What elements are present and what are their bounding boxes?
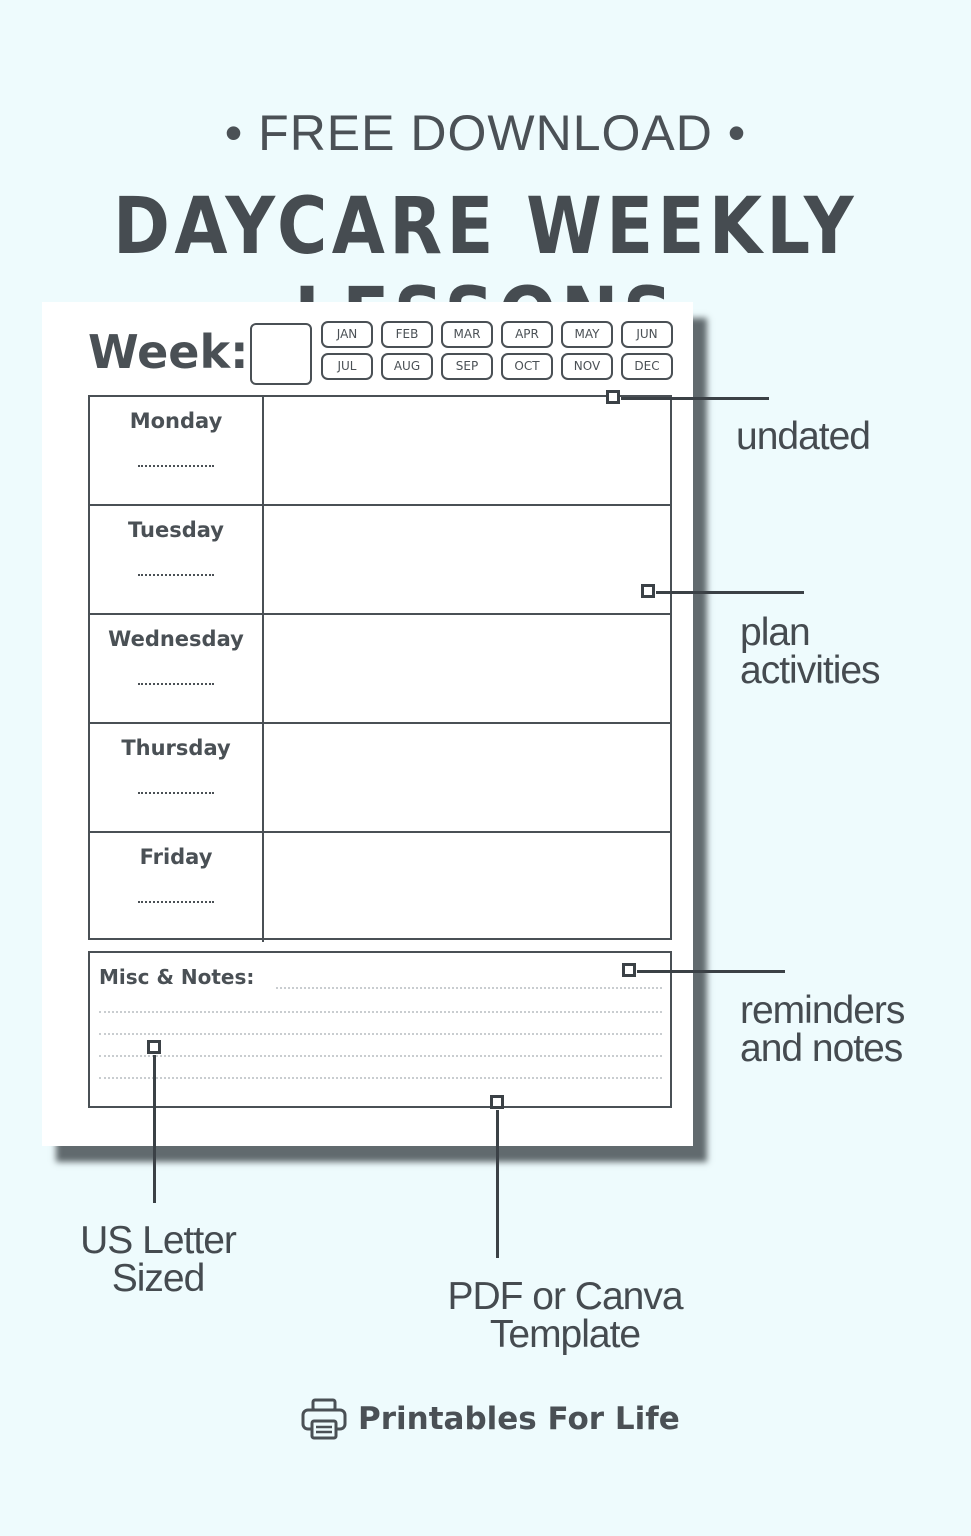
month-box: OCT [501, 353, 553, 380]
day-cell: Thursday [90, 724, 264, 831]
week-number-box [250, 323, 312, 385]
callout-reminders-notes: reminders and notes [740, 989, 905, 1070]
callout-marker [641, 584, 655, 598]
month-box: MAY [561, 321, 613, 348]
days-table: Monday Tuesday Wednesday Thursday Friday [88, 395, 672, 942]
month-box: DEC [621, 353, 673, 380]
callout-line: PDF or Canva [447, 1275, 683, 1318]
pre-title: • FREE DOWNLOAD • [224, 105, 747, 161]
date-dotted-line [138, 574, 214, 576]
month-box: AUG [381, 353, 433, 380]
date-dotted-line [138, 901, 214, 903]
day-cell: Friday [90, 833, 264, 942]
callout-marker [622, 963, 636, 977]
date-dotted-line [138, 683, 214, 685]
month-box: MAR [441, 321, 493, 348]
month-box: JUL [321, 353, 373, 380]
leader-line [656, 591, 804, 594]
callout-line: Template [489, 1313, 641, 1356]
leader-line [621, 397, 769, 400]
planner-sheet [42, 302, 693, 1146]
date-dotted-line [138, 465, 214, 467]
notes-line [99, 1077, 662, 1079]
day-row-thursday: Thursday [90, 724, 670, 833]
notes-label: Misc & Notes: [99, 965, 255, 989]
callout-line: plan [740, 611, 811, 654]
leader-line [637, 970, 785, 973]
day-row-friday: Friday [90, 833, 670, 942]
day-name: Tuesday [128, 518, 224, 542]
week-label: Week: [88, 325, 249, 379]
month-box: FEB [381, 321, 433, 348]
notes-line [99, 1011, 662, 1013]
month-box: SEP [441, 353, 493, 380]
day-row-tuesday: Tuesday [90, 506, 670, 615]
date-dotted-line [138, 792, 214, 794]
notes-line [99, 1033, 662, 1035]
callout-line: reminders [740, 989, 905, 1032]
callout-line: Sized [111, 1257, 206, 1300]
day-name: Thursday [121, 736, 231, 760]
day-name: Monday [129, 409, 223, 433]
callout-line: US Letter [80, 1219, 237, 1262]
callout-us-letter: US Letter Sized [60, 1219, 256, 1300]
month-box: JUN [621, 321, 673, 348]
month-box: JAN [321, 321, 373, 348]
leader-line [153, 1055, 156, 1203]
leader-line [496, 1110, 499, 1258]
callout-marker [147, 1040, 161, 1054]
day-cell: Tuesday [90, 506, 264, 613]
callout-undated: undated [736, 415, 871, 458]
month-box: APR [501, 321, 553, 348]
month-box: NOV [561, 353, 613, 380]
notes-box: Misc & Notes: [88, 951, 672, 1108]
day-row-wednesday: Wednesday [90, 615, 670, 724]
notes-line [276, 987, 662, 989]
day-cell: Wednesday [90, 615, 264, 722]
day-row-monday: Monday [90, 397, 670, 506]
brand: Printables For Life [300, 1396, 680, 1442]
callout-pdf-canva: PDF or Canva Template [420, 1275, 710, 1356]
brand-name: Printables For Life [358, 1401, 680, 1437]
callout-line: and notes [740, 1027, 903, 1070]
printer-icon [301, 1398, 347, 1440]
callout-plan-activities: plan activities [740, 611, 881, 692]
month-grid: JAN FEB MAR APR MAY JUN JUL AUG SEP OCT … [321, 321, 673, 380]
callout-marker [490, 1095, 504, 1109]
day-name: Friday [139, 845, 213, 869]
day-cell: Monday [90, 397, 264, 504]
callout-marker [606, 390, 620, 404]
callout-line: activities [740, 649, 881, 692]
day-name: Wednesday [108, 627, 244, 651]
notes-line [99, 1055, 662, 1057]
